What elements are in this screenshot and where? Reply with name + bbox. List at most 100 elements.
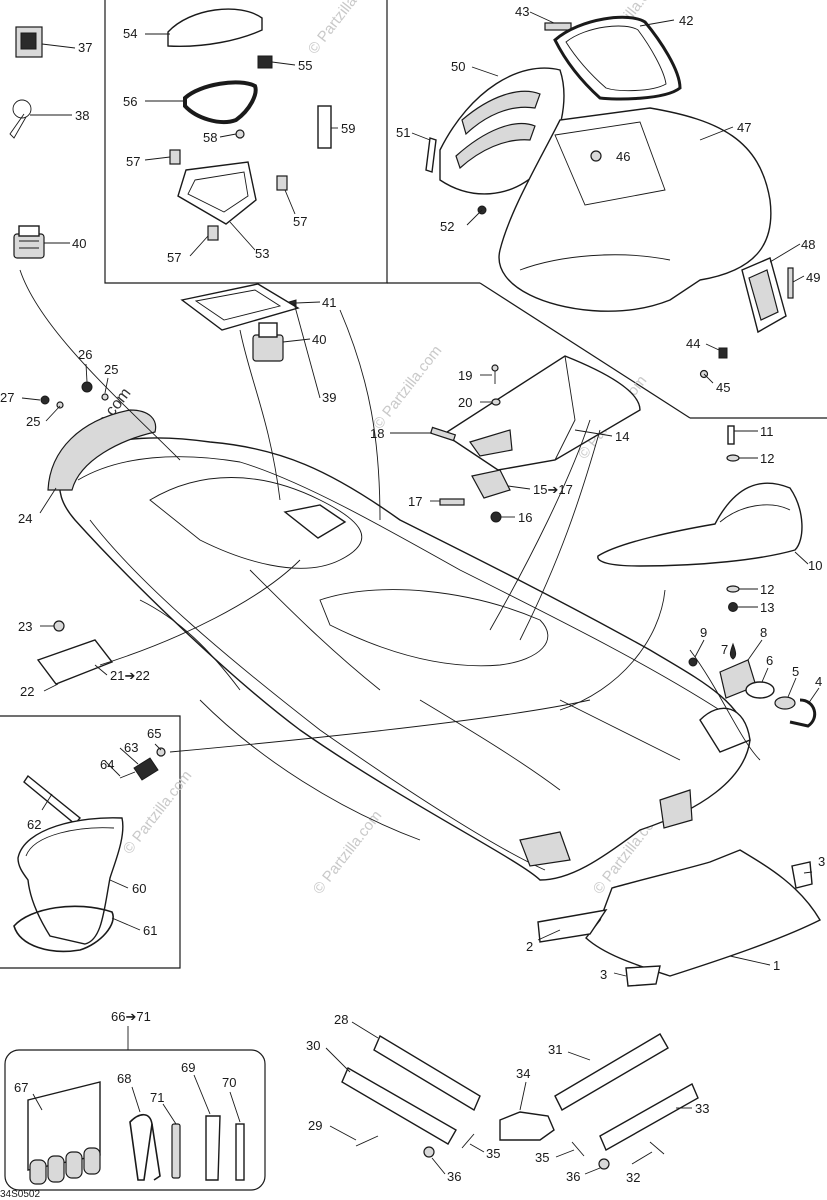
part-5-gasket <box>774 696 796 710</box>
part-30-channel <box>341 1067 457 1145</box>
part-13-nut <box>728 602 738 612</box>
callout-18: 18 <box>370 426 384 441</box>
callout-34: 34 <box>516 1066 530 1081</box>
callout-26: 26 <box>78 347 92 362</box>
callout-4: 4 <box>815 674 822 689</box>
callout-8: 8 <box>760 625 767 640</box>
part-31-channel <box>554 1033 669 1111</box>
callout-23: 23 <box>18 619 32 634</box>
svg-text:© Partzilla.com: © Partzilla.com <box>120 767 196 857</box>
callout-54: 54 <box>123 26 137 41</box>
part-69-wrench <box>205 1115 221 1181</box>
callout-56: 56 <box>123 94 137 109</box>
callout-57c: 57 <box>167 250 181 265</box>
part-40-drain-plug-main <box>252 322 284 362</box>
part-50-grille <box>439 67 565 195</box>
callout-69: 69 <box>181 1060 195 1075</box>
callout-47: 47 <box>737 120 751 135</box>
part-71-screwdriver <box>171 1123 181 1179</box>
part-24-grab-handle <box>47 409 157 491</box>
callout-63: 63 <box>124 740 138 755</box>
callout-35b: 35 <box>535 1150 549 1165</box>
callout-68: 68 <box>117 1071 131 1086</box>
part-27-washer <box>40 395 50 405</box>
part-32-rivet <box>649 1141 665 1155</box>
callout-24: 24 <box>18 511 32 526</box>
svg-text:© Partzilla.com: © Partzilla.com <box>305 0 381 57</box>
callout-25a: 25 <box>104 362 118 377</box>
part-49-strip <box>787 267 794 299</box>
callout-28: 28 <box>334 1012 348 1027</box>
callout-49: 49 <box>806 270 820 285</box>
callout-31: 31 <box>548 1042 562 1057</box>
part-65-screw <box>156 747 166 757</box>
callout-29: 29 <box>308 1118 322 1133</box>
callout-14: 14 <box>615 429 629 444</box>
part-23-clip <box>53 620 65 632</box>
hull-body <box>58 437 751 881</box>
callout-48: 48 <box>801 237 815 252</box>
callout-32: 32 <box>626 1170 640 1185</box>
part-53-storage-bin <box>177 161 257 225</box>
part-47-storage-tub <box>498 107 772 312</box>
part-38-cable-tie <box>9 99 32 139</box>
callout-22: 22 <box>20 684 34 699</box>
part-33-channel <box>599 1083 699 1151</box>
part-14-support-bracket <box>442 355 641 471</box>
callout-45: 45 <box>716 380 730 395</box>
part-11-bolt <box>727 425 735 445</box>
callout-58: 58 <box>203 130 217 145</box>
callout-70: 70 <box>222 1075 236 1090</box>
callout-5: 5 <box>792 664 799 679</box>
leader-lines <box>19 11 820 1175</box>
part-9-nut <box>688 657 698 667</box>
callout-11: 11 <box>760 424 774 439</box>
callout-21-22: 21➔22 <box>110 668 150 683</box>
part-40-drain-plug <box>13 225 45 259</box>
part-7-drop <box>729 642 737 660</box>
part-19-screw <box>491 364 499 384</box>
part-25-screws <box>56 393 109 409</box>
part-64-pin <box>119 771 136 779</box>
part-70-tool <box>235 1123 245 1181</box>
callout-labels: 37 38 40 54 55 56 58 59 57 57 57 53 43 4… <box>0 4 825 1185</box>
part-68-pliers <box>129 1113 161 1181</box>
callout-57b: 57 <box>293 214 307 229</box>
part-51-decal <box>425 137 437 173</box>
part-1-mat <box>585 849 821 977</box>
part-6-plate <box>745 681 775 699</box>
part-16-nut <box>490 511 502 523</box>
callout-25b: 25 <box>26 414 40 429</box>
part-46-screw <box>590 150 602 162</box>
part-35-rivets <box>461 1133 585 1157</box>
part-54-storage-lid <box>167 8 263 48</box>
callout-30: 30 <box>306 1038 320 1053</box>
callout-40b: 40 <box>312 332 326 347</box>
callout-27: 27 <box>0 390 14 405</box>
part-56-gasket <box>183 80 258 125</box>
part-15-block <box>471 469 511 499</box>
callout-61: 61 <box>143 923 157 938</box>
callout-10: 10 <box>808 558 822 573</box>
part-60-storage-bin <box>17 817 124 945</box>
callout-59: 59 <box>341 121 355 136</box>
part-39-bracket-plate <box>180 283 300 331</box>
callout-44: 44 <box>686 336 700 351</box>
callout-42: 42 <box>679 13 693 28</box>
part-34-junction <box>499 1111 555 1141</box>
callout-52: 52 <box>440 219 454 234</box>
callout-50: 50 <box>451 59 465 74</box>
callout-13: 13 <box>760 600 774 615</box>
part-48-vent <box>741 257 787 334</box>
callout-53: 53 <box>255 246 269 261</box>
callout-38: 38 <box>75 108 89 123</box>
part-58-screw <box>235 129 245 139</box>
callout-67: 67 <box>14 1080 28 1095</box>
part-3-pads <box>625 861 813 987</box>
callout-46: 46 <box>616 149 630 164</box>
callout-35a: 35 <box>486 1146 500 1161</box>
callout-12a: 12 <box>760 451 774 466</box>
callout-60: 60 <box>132 881 146 896</box>
